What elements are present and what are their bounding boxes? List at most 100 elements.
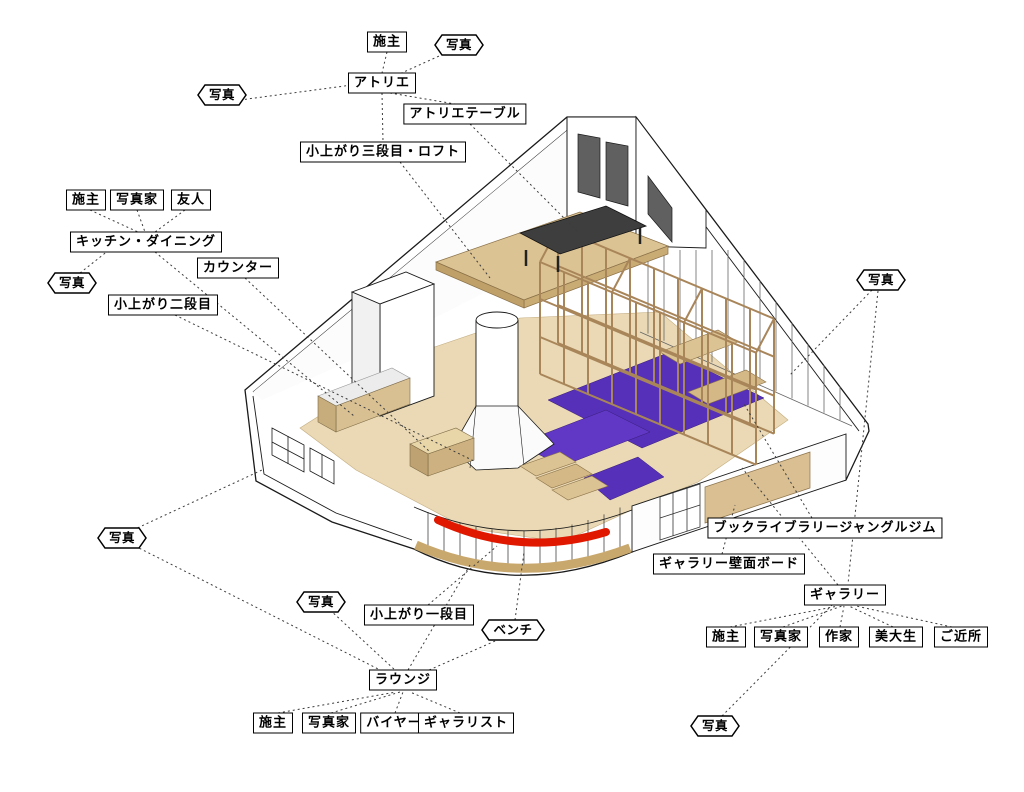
hexagon-shape (481, 619, 545, 641)
hexagon-shape (296, 591, 346, 613)
hexagon-outline (197, 84, 247, 106)
label-neighbors: ご近所 (933, 626, 989, 648)
label-photo-7-text: 写真 (701, 719, 728, 733)
label-loft-step3: 小上がり三段目・ロフト (299, 141, 467, 163)
hexagon-outline (434, 34, 484, 56)
label-photographer-1: 写真家 (109, 189, 165, 211)
connector-line (136, 209, 146, 233)
label-lounge: ラウンジ (368, 669, 438, 691)
connector-line (839, 605, 845, 628)
label-owner-1: 施主 (366, 31, 408, 53)
top-window-2 (605, 141, 629, 207)
hexagon-shape (856, 269, 906, 291)
connector-line (427, 545, 498, 606)
label-step1-text: 小上がり一段目 (369, 606, 469, 622)
connector-line (782, 605, 843, 628)
label-gallery-wall-board-text: ギャラリー壁面ボード (658, 555, 800, 571)
label-art-student-text: 美大生 (874, 628, 918, 644)
hexagon-shape (434, 34, 484, 56)
connector-line (239, 84, 353, 101)
label-artist: 作家 (818, 626, 860, 648)
hexagon-outline (856, 269, 906, 291)
label-gallery-wall-board: ギャラリー壁面ボード (652, 553, 806, 575)
label-photographer-3: 写真家 (301, 712, 357, 734)
hexagon-shape (690, 715, 740, 737)
label-friend-text: 友人 (176, 191, 206, 207)
lattice-tie (755, 318, 775, 354)
hexagon-outline (481, 619, 545, 641)
label-photo-7: 写真 (690, 715, 740, 737)
label-owner-4-text: 施主 (258, 714, 288, 730)
connector-line (244, 277, 431, 453)
label-photo-2: 写真 (197, 84, 247, 106)
label-neighbors-text: ご近所 (939, 628, 983, 644)
label-photo-4: 写真 (856, 269, 906, 291)
label-photo-2-text: 写真 (208, 88, 235, 102)
column-cylinder (451, 311, 555, 471)
label-counter-text: カウンター (202, 259, 274, 275)
label-step1: 小上がり一段目 (363, 604, 475, 626)
connector-line (134, 545, 393, 677)
left-windows (271, 427, 335, 485)
label-photographer-2: 写真家 (753, 626, 809, 648)
label-gallerist: ギャラリスト (417, 712, 515, 734)
label-buyer-text: バイヤー (366, 714, 422, 730)
connector-line (514, 551, 525, 621)
label-bench: ベンチ (481, 619, 545, 641)
connector-line (174, 314, 477, 463)
label-artist-text: 作家 (824, 628, 854, 644)
bench-shape (434, 516, 610, 547)
label-photographer-2-text: 写真家 (759, 628, 803, 644)
label-owner-4: 施主 (252, 712, 294, 734)
connector-line (381, 92, 384, 143)
raised-floor-steps (519, 451, 609, 501)
label-owner-3-text: 施主 (711, 628, 741, 644)
hexagon-outline (97, 527, 147, 549)
label-gallery: ギャラリー (803, 584, 887, 606)
lattice-rail-front (539, 261, 757, 354)
label-kitchen-dining-text: キッチン・ダイニング (75, 233, 217, 249)
connector-line (394, 691, 404, 714)
label-owner-1-text: 施主 (372, 33, 402, 49)
purple-floor (517, 351, 765, 501)
lattice-rail-front (539, 298, 757, 391)
label-counter: カウンター (196, 257, 280, 279)
kitchen-counter (317, 367, 411, 433)
label-photo-3: 写真 (47, 272, 97, 294)
label-owner-2-text: 施主 (71, 191, 101, 207)
connector-line (743, 403, 813, 519)
label-photo-4-text: 写真 (867, 273, 894, 287)
connector-line (848, 605, 894, 628)
label-art-student: 美大生 (868, 626, 924, 648)
label-bench-text: ベンチ (493, 623, 533, 637)
label-kitchen-dining: キッチン・ダイニング (69, 231, 223, 253)
hexagon-shape (97, 527, 147, 549)
connector-line (381, 51, 388, 74)
label-photo-5: 写真 (97, 527, 147, 549)
label-photo-1: 写真 (434, 34, 484, 56)
book-library-jungle-gym-structure (539, 227, 775, 466)
label-book-library: ブックライブラリージャングルジム (707, 517, 943, 539)
label-atelier-table: アトリエテーブル (403, 103, 527, 125)
top-window-3 (647, 174, 673, 243)
connector-line (729, 605, 839, 628)
island-counter (409, 427, 475, 477)
label-owner-3: 施主 (705, 626, 747, 648)
label-photo-3-text: 写真 (58, 276, 85, 290)
top-window-1 (577, 133, 601, 199)
lattice-rail-front (539, 336, 757, 429)
label-photo-5-text: 写真 (108, 531, 135, 545)
label-atelier-table-text: アトリエテーブル (409, 105, 521, 121)
label-photographer-3-text: 写真家 (307, 714, 351, 730)
bay-window (413, 506, 633, 573)
label-photo-6: 写真 (296, 591, 346, 613)
label-gallery-text: ギャラリー (809, 586, 881, 602)
connector-line (721, 602, 835, 717)
hexagon-outline (296, 591, 346, 613)
label-photo-6-text: 写真 (307, 595, 334, 609)
label-friend: 友人 (170, 189, 212, 211)
lattice-tie (683, 288, 703, 323)
label-owner-2: 施主 (65, 189, 107, 211)
